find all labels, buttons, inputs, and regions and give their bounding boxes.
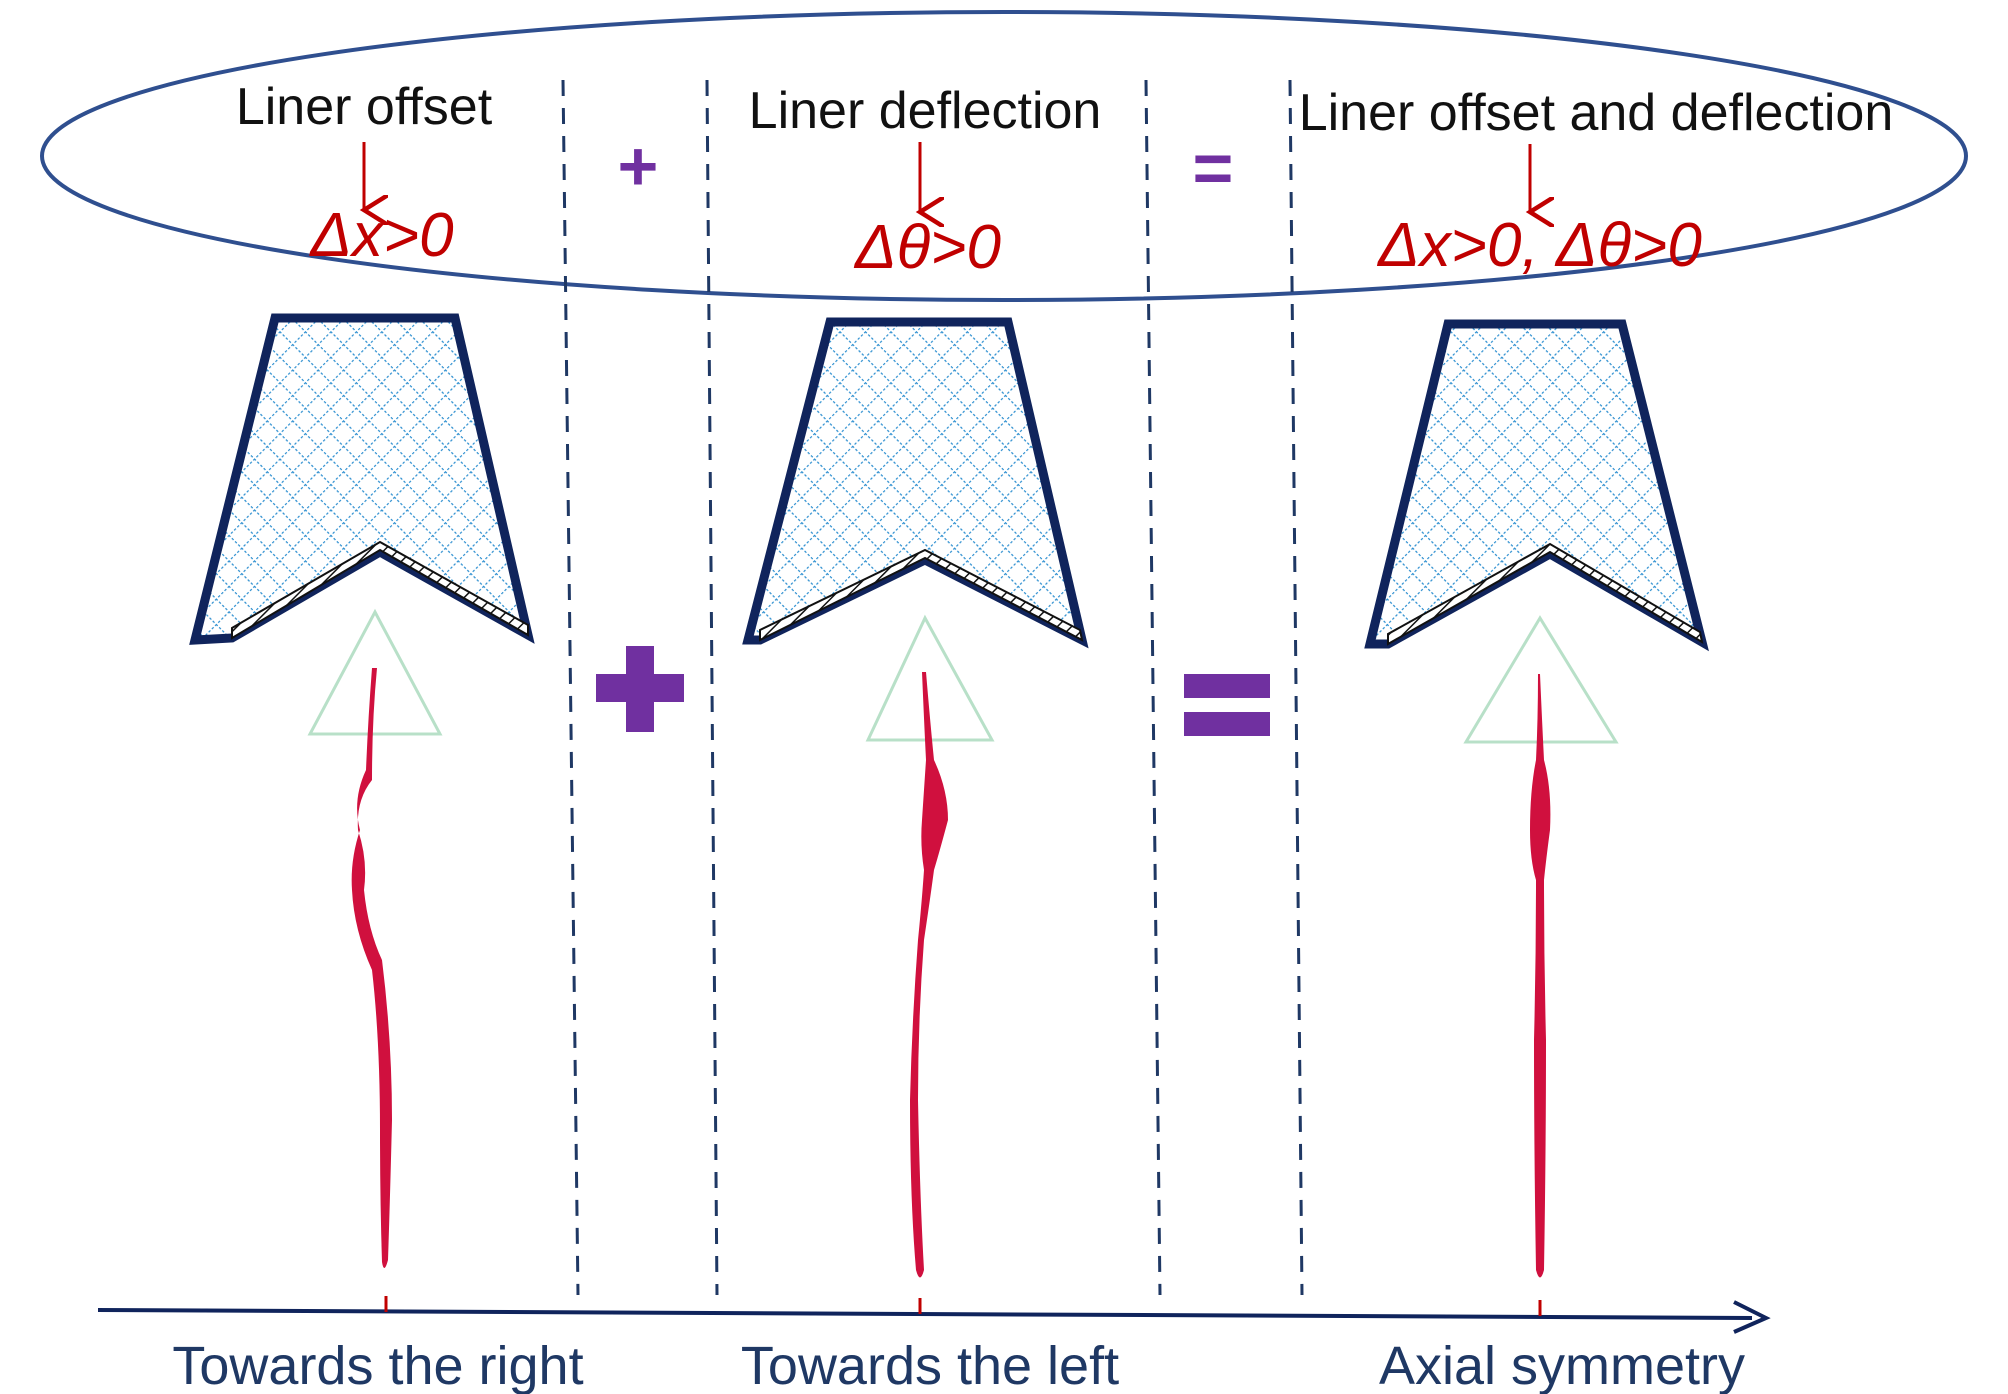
panel-1-liner — [231, 540, 529, 640]
plus-operator-large — [596, 646, 684, 732]
equals-operator-small: = — [1193, 129, 1234, 207]
panel-1-title: Liner offset — [236, 78, 493, 136]
panel-3-title: Liner offset and deflection — [1299, 84, 1894, 142]
equals-operator-large — [1184, 674, 1270, 736]
panel-1-charge-frame — [189, 313, 535, 645]
divider-2 — [705, 79, 719, 1296]
panel-3-charge-frame — [1364, 319, 1709, 652]
panel-1-condition: Δx>0 — [308, 201, 453, 270]
plus-operator-small: + — [618, 127, 659, 205]
panel-3-condition: Δx>0, Δθ>0 — [1376, 211, 1702, 280]
header-ellipse — [40, 10, 1968, 302]
panel-3-liner — [1387, 542, 1704, 646]
divider-1 — [561, 79, 580, 1296]
bottom-axis — [97, 1296, 1771, 1334]
panel-1-jet — [351, 668, 392, 1269]
panel-3-direction: Axial symmetry — [1379, 1336, 1745, 1394]
panel-2-condition: Δθ>0 — [853, 213, 1001, 282]
panel-3-jet — [1530, 674, 1551, 1278]
panel-1-direction: Towards the right — [172, 1336, 583, 1394]
panel-2-jet — [910, 672, 948, 1278]
divider-3 — [1144, 79, 1162, 1296]
panel-1-ghost-cone — [307, 608, 443, 736]
panel-2-liner — [759, 548, 1084, 642]
panel-dividers — [561, 79, 1304, 1296]
panel-2-title: Liner deflection — [749, 82, 1102, 140]
panel-2-charge-frame — [742, 317, 1089, 649]
axis-arrowhead — [1733, 1300, 1771, 1334]
panel-2-direction: Towards the left — [741, 1336, 1119, 1394]
divider-4 — [1288, 79, 1304, 1296]
